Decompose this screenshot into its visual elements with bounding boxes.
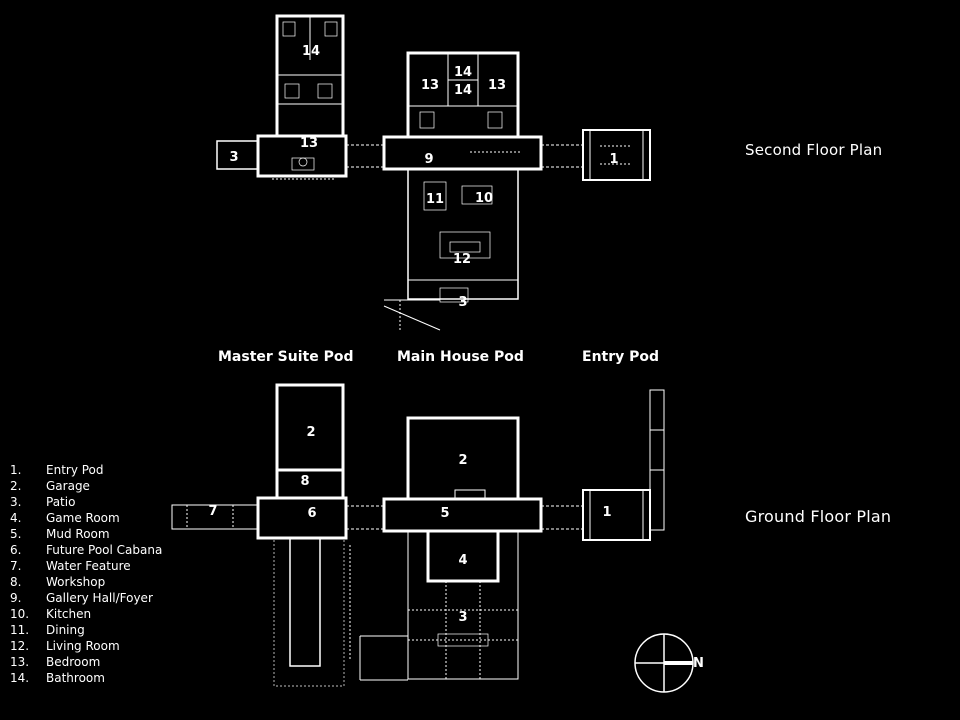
legend-room-name: Game Room <box>46 511 120 525</box>
legend-number: 3. <box>10 495 22 509</box>
legend-room-name: Gallery Hall/Foyer <box>46 591 153 605</box>
legend-room-name: Entry Pod <box>46 463 104 477</box>
legend-room-name: Workshop <box>46 575 106 589</box>
room-number-labels: 14 13 3 13 14 14 13 9 11 10 12 3 1 2 8 6… <box>208 44 618 625</box>
room-number: 7 <box>208 504 217 519</box>
legend-item: 6. Future Pool Cabana <box>10 542 162 558</box>
legend-item: 12. Living Room <box>10 638 162 654</box>
room-number: 2 <box>306 425 315 440</box>
legend-item: 3. Patio <box>10 494 162 510</box>
legend-room-name: Kitchen <box>46 607 92 621</box>
ground-floor-master-suite-pod <box>171 383 351 687</box>
legend-item: 4. Game Room <box>10 510 162 526</box>
ground-floor-main-house-pod <box>359 416 543 681</box>
legend-item: 5. Mud Room <box>10 526 162 542</box>
legend-room-name: Bedroom <box>46 655 101 669</box>
legend-item: 9. Gallery Hall/Foyer <box>10 590 162 606</box>
legend-item: 13. Bedroom <box>10 654 162 670</box>
second-floor-main-house-pod <box>382 51 543 331</box>
legend-number: 7. <box>10 559 22 573</box>
room-number: 1 <box>609 152 618 167</box>
legend-number: 4. <box>10 511 22 525</box>
ground-floor-entry-pod <box>582 389 665 541</box>
room-number: 3 <box>229 150 238 165</box>
legend-number: 5. <box>10 527 22 541</box>
room-number: 14 <box>454 83 472 98</box>
legend-number: 13. <box>10 655 30 669</box>
room-number: 6 <box>307 506 316 521</box>
legend-item: 1. Entry Pod <box>10 462 162 478</box>
entry-pod-label: Entry Pod <box>582 349 660 365</box>
room-number: 13 <box>421 78 439 93</box>
legend-room-name: Mud Room <box>46 527 110 541</box>
master-suite-pod-label: Master Suite Pod <box>218 349 354 365</box>
legend-room-name: Bathroom <box>46 671 105 685</box>
room-number: 4 <box>458 553 467 568</box>
room-number: 3 <box>458 295 467 310</box>
room-number: 10 <box>475 191 493 206</box>
legend-room-name: Future Pool Cabana <box>46 543 163 557</box>
room-number: 3 <box>458 610 467 625</box>
legend-room-name: Patio <box>46 495 76 509</box>
room-number: 11 <box>426 192 444 207</box>
room-number: 14 <box>454 65 472 80</box>
room-number: 8 <box>300 474 309 489</box>
legend-number: 6. <box>10 543 22 557</box>
legend-item: 8. Workshop <box>10 574 162 590</box>
room-number: 12 <box>453 252 471 267</box>
legend-room-name: Garage <box>46 479 90 493</box>
legend-item: 2. Garage <box>10 478 162 494</box>
legend-item: 11. Dining <box>10 622 162 638</box>
legend-number: 11. <box>10 623 30 637</box>
legend-number: 10. <box>10 607 30 621</box>
legend-number: 14. <box>10 671 30 685</box>
second-floor-master-suite-pod <box>216 14 348 180</box>
room-number: 13 <box>488 78 506 93</box>
room-number: 9 <box>424 152 433 167</box>
room-number: 13 <box>300 136 318 151</box>
legend-number: 12. <box>10 639 30 653</box>
second-floor-entry-pod <box>582 129 651 181</box>
ground-floor-bridges <box>346 505 583 530</box>
legend-room-name: Living Room <box>46 639 120 653</box>
legend-room-name: Dining <box>46 623 85 637</box>
room-number: 5 <box>440 506 449 521</box>
legend-item: 14. Bathroom <box>10 670 162 686</box>
room-number: 14 <box>302 44 320 59</box>
legend-number: 1. <box>10 463 22 477</box>
room-legend: 1. Entry Pod 2. Garage 3. Patio 4. Game Room 5. M… <box>10 462 162 686</box>
north-label: N <box>693 656 704 671</box>
legend-number: 2. <box>10 479 22 493</box>
second-floor-bridges <box>346 144 583 168</box>
legend-item: 7. Water Feature <box>10 558 162 574</box>
north-arrow <box>634 633 694 693</box>
room-number: 2 <box>458 453 467 468</box>
room-number: 1 <box>602 505 611 520</box>
legend-number: 9. <box>10 591 22 605</box>
legend-room-name: Water Feature <box>46 559 131 573</box>
ground-floor-plan-title: Ground Floor Plan <box>745 507 892 526</box>
legend-number: 8. <box>10 575 22 589</box>
second-floor-plan-title: Second Floor Plan <box>745 141 883 159</box>
legend-item: 10. Kitchen <box>10 606 162 622</box>
main-house-pod-label: Main House Pod <box>397 349 524 365</box>
